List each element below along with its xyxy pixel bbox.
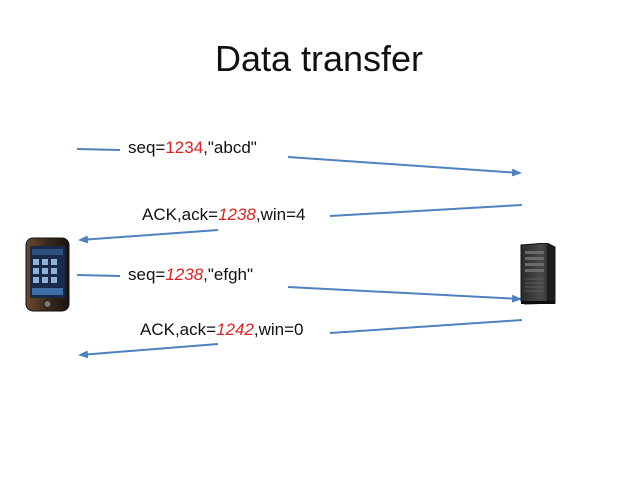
arrow-ack-1238	[78, 229, 219, 244]
arrow-seq-1238	[287, 286, 522, 303]
smartphone-icon	[25, 237, 70, 312]
arrow-seg-ack-1238-a	[329, 204, 523, 217]
message-label-4: ACK,ack=1242,win=0	[140, 320, 304, 339]
arrow-seg-seq-1238-a	[76, 274, 121, 277]
message-label-3: seq=1238,"efgh"	[128, 265, 254, 284]
server-tower-icon	[520, 243, 556, 305]
slide-title: Data transfer	[214, 38, 424, 79]
message-label-2: ACK,ack=1238,win=4	[142, 205, 306, 224]
arrow-ack-1242	[78, 343, 219, 359]
arrow-seg-seq-1234-a	[76, 148, 121, 151]
message-label-1: seq=1234,"abcd"	[128, 138, 257, 157]
arrow-seq-1234	[287, 156, 522, 177]
arrow-seg-ack-1242-a	[329, 319, 523, 334]
